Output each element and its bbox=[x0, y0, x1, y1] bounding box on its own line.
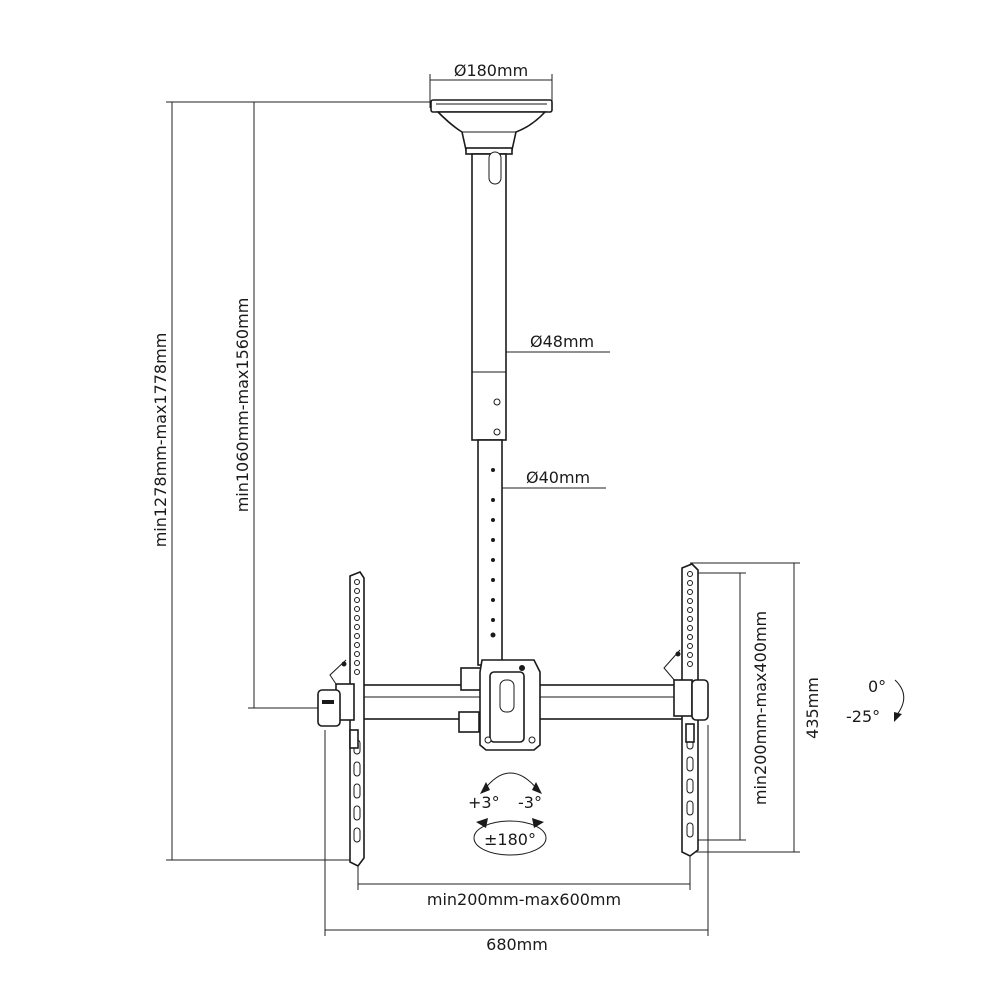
base-plate-label: Ø180mm bbox=[454, 61, 528, 80]
level-minus-label: -3° bbox=[518, 793, 542, 812]
upper-tube bbox=[471, 151, 507, 441]
swivel-indicator: ±180° bbox=[473, 818, 547, 856]
vesa-horizontal-dimension: min200mm-max600mm bbox=[357, 852, 691, 909]
overall-width-dimension: 680mm bbox=[324, 725, 709, 954]
ceiling-plate bbox=[430, 99, 553, 155]
left-arm-holes bbox=[353, 579, 361, 843]
pole-height-dimension: min1060mm-max1560mm bbox=[233, 102, 318, 709]
tilt-up-label: 0° bbox=[868, 677, 886, 696]
overall-width-label: 680mm bbox=[486, 935, 548, 954]
level-indicator: +3° -3° bbox=[468, 772, 542, 812]
level-arrow-right-icon bbox=[532, 782, 542, 794]
swivel-label: ±180° bbox=[484, 830, 536, 849]
total-height-dimension: min1278mm-max1778mm bbox=[151, 101, 432, 861]
lower-tube bbox=[477, 439, 503, 666]
base-plate-dimension: Ø180mm bbox=[429, 61, 553, 108]
swivel-arrow-right-icon bbox=[532, 818, 544, 828]
vesa-vertical-dimension: min200mm-max400mm bbox=[696, 572, 770, 841]
central-clamp bbox=[458, 659, 541, 751]
lower-tube-label: Ø40mm bbox=[526, 468, 590, 487]
swivel-arrow-left-icon bbox=[476, 818, 488, 828]
vesa-horizontal-label: min200mm-max600mm bbox=[427, 890, 621, 909]
level-arrow-left-icon bbox=[480, 782, 490, 794]
tilt-indicator: 0° -25° bbox=[846, 677, 905, 726]
pole-height-label: min1060mm-max1560mm bbox=[233, 298, 252, 513]
tilt-down-label: -25° bbox=[846, 707, 880, 726]
vesa-vertical-label: min200mm-max400mm bbox=[751, 611, 770, 805]
tilt-arrow-icon bbox=[894, 712, 902, 722]
right-vesa-arm bbox=[663, 563, 709, 857]
level-plus-label: +3° bbox=[468, 793, 500, 812]
total-height-label: min1278mm-max1778mm bbox=[151, 333, 170, 548]
upper-tube-label: Ø48mm bbox=[530, 332, 594, 351]
bracket-height-label: 435mm bbox=[803, 677, 822, 739]
left-vesa-arm bbox=[317, 571, 365, 868]
